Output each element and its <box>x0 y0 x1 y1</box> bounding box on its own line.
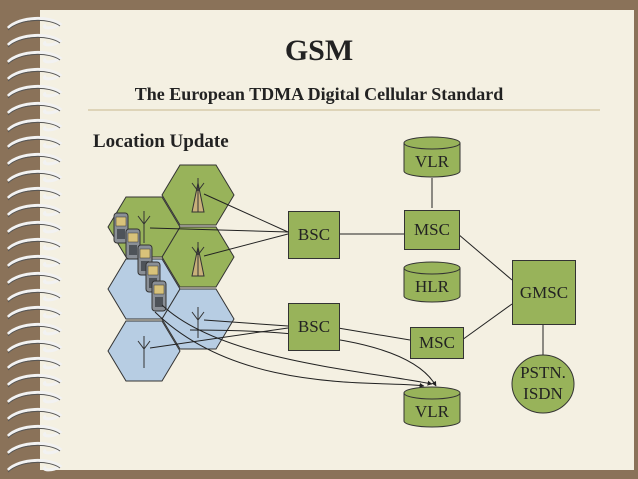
spiral-binding <box>6 17 63 473</box>
antenna-icon <box>191 178 205 213</box>
spiral-loop <box>6 51 63 64</box>
slide-subtitle: The European TDMA Digital Cellular Stand… <box>134 84 504 104</box>
spiral-loop-shadow <box>7 207 61 218</box>
spiral-loop-shadow <box>7 139 61 150</box>
spiral-loop <box>6 306 63 319</box>
spiral-loop <box>6 425 63 438</box>
spiral-loop-shadow <box>7 292 61 303</box>
antenna-icon <box>137 336 151 368</box>
pstn-isdn-node <box>511 354 575 414</box>
spiral-loop-shadow <box>7 105 61 116</box>
spiral-loop <box>6 34 63 47</box>
spiral-loop <box>6 340 63 353</box>
spiral-loop <box>6 289 63 302</box>
hlr-cylinder <box>403 261 461 303</box>
msc-bottom-node: MSC <box>410 327 464 359</box>
antenna-icon <box>137 211 151 243</box>
vlr-top-label: VLR <box>415 152 449 171</box>
mobile-phone-icon <box>113 212 129 244</box>
vlr-top-cylinder <box>403 136 461 178</box>
hlr-label: HLR <box>415 277 449 296</box>
spiral-loop-shadow <box>7 462 61 473</box>
spiral-loop <box>6 102 63 115</box>
spiral-loop <box>6 255 63 268</box>
spiral-loop <box>6 459 63 472</box>
antenna-icon <box>191 242 205 277</box>
spiral-loop-shadow <box>7 445 61 456</box>
mobile-phone-group <box>113 212 167 312</box>
vlr-bottom-label: VLR <box>415 402 449 421</box>
isdn-label: ISDN <box>523 384 563 403</box>
spiral-loop <box>6 187 63 200</box>
spiral-loop <box>6 272 63 285</box>
spiral-loop-shadow <box>7 224 61 235</box>
mobile-phone-icon <box>125 228 141 260</box>
spiral-loop-shadow <box>7 54 61 65</box>
bsc-bottom-node: BSC <box>288 303 340 351</box>
spiral-loop <box>6 153 63 166</box>
spiral-loop-shadow <box>7 173 61 184</box>
pstn-isdn-label: PSTN. ISDN <box>512 362 574 404</box>
msc-top-node: MSC <box>404 210 460 250</box>
slide-title: GSM <box>284 34 354 67</box>
spiral-loop-shadow <box>7 377 61 388</box>
spiral-loop-shadow <box>7 190 61 201</box>
spiral-loop-shadow <box>7 394 61 405</box>
spiral-loop <box>6 119 63 132</box>
vlr-bottom-cylinder <box>403 386 461 428</box>
spiral-loop-shadow <box>7 411 61 422</box>
gmsc-node: GMSC <box>512 260 576 325</box>
spiral-loop <box>6 374 63 387</box>
spiral-loop <box>6 136 63 149</box>
spiral-loop-shadow <box>7 241 61 252</box>
spiral-loop <box>6 170 63 183</box>
spiral-loop-shadow <box>7 428 61 439</box>
spiral-loop <box>6 221 63 234</box>
spiral-loop <box>6 408 63 421</box>
spiral-loop-shadow <box>7 37 61 48</box>
bsc-top-node: BSC <box>288 211 340 259</box>
spiral-loop-shadow <box>7 343 61 354</box>
spiral-loop-shadow <box>7 326 61 337</box>
spiral-loop <box>6 17 63 30</box>
spiral-loop <box>6 323 63 336</box>
mobile-phone-icon <box>151 280 167 312</box>
spiral-loop <box>6 442 63 455</box>
spiral-loop <box>6 357 63 370</box>
pstn-label: PSTN. <box>520 363 566 382</box>
spiral-loop <box>6 238 63 251</box>
spiral-loop-shadow <box>7 360 61 371</box>
spiral-loop-shadow <box>7 156 61 167</box>
spiral-loop <box>6 85 63 98</box>
antenna-icon <box>191 307 205 338</box>
spiral-loop-shadow <box>7 122 61 133</box>
spiral-loop-shadow <box>7 88 61 99</box>
spiral-loop-shadow <box>7 71 61 82</box>
section-label: Location Update <box>93 131 229 152</box>
spiral-loop <box>6 204 63 217</box>
connections <box>149 178 544 388</box>
spiral-loop <box>6 391 63 404</box>
spiral-loop-shadow <box>7 309 61 320</box>
spiral-loop-shadow <box>7 20 61 31</box>
spiral-loop-shadow <box>7 258 61 269</box>
spiral-loop-shadow <box>7 275 61 286</box>
spiral-loop <box>6 68 63 81</box>
